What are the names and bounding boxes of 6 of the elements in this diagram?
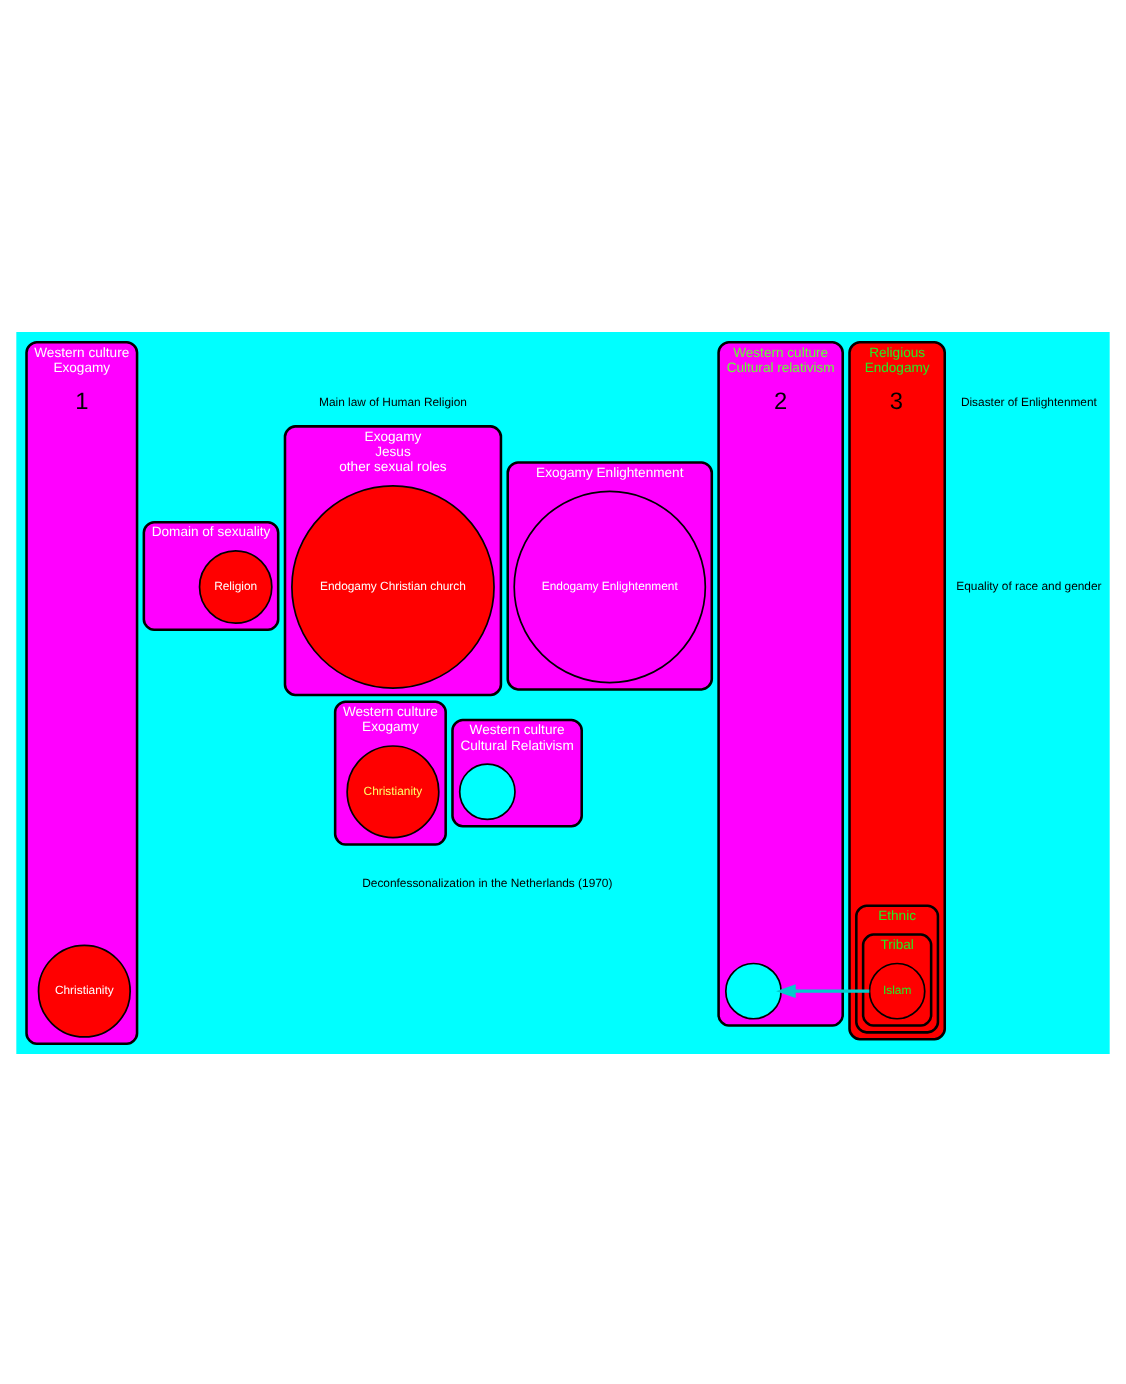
node-label: 1 xyxy=(75,385,89,414)
node-circle xyxy=(724,961,782,1019)
node-label: 3 xyxy=(889,385,903,414)
node-label: 2 xyxy=(774,385,788,414)
arrow xyxy=(776,983,870,997)
node-circle xyxy=(458,762,516,820)
